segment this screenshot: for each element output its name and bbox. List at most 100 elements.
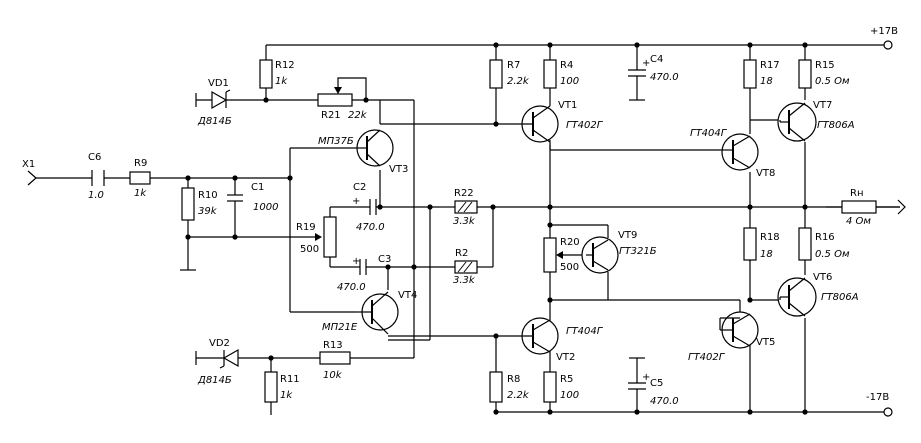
label-vt9-type: ГТ321Б bbox=[619, 246, 657, 257]
resistor-r8 bbox=[489, 371, 503, 403]
wiring bbox=[36, 44, 900, 415]
label-vt1-type: ГТ402Г bbox=[566, 120, 604, 131]
pos-rail-label: +17В bbox=[870, 26, 898, 37]
label-vt9-name: VT9 bbox=[618, 230, 637, 241]
resistor-r21 bbox=[317, 93, 353, 107]
label-c6-value: 1.0 bbox=[88, 190, 104, 201]
label-vt7-type: ГТ806А bbox=[817, 120, 855, 131]
label-r8-name: R8 bbox=[507, 374, 520, 385]
resistor-rn bbox=[841, 200, 877, 214]
label-r21-name: R21 bbox=[321, 110, 341, 121]
label-c1-value: 1000 bbox=[253, 202, 278, 213]
label-r4-value: 100 bbox=[560, 76, 579, 87]
label-vt4-name: VT4 bbox=[398, 290, 417, 301]
label-r8-value: 2.2k bbox=[507, 390, 530, 401]
label-vd1-name: VD1 bbox=[208, 78, 229, 89]
power-terminals: +17В -17В bbox=[866, 26, 906, 417]
label-r11-value: 1k bbox=[280, 390, 293, 401]
label-r12-value: 1k bbox=[275, 76, 288, 87]
svg-text:+: + bbox=[642, 58, 650, 69]
label-c5-name: C5 bbox=[650, 378, 663, 389]
diode-vd1 bbox=[211, 90, 228, 110]
resistor-r9 bbox=[129, 171, 151, 185]
label-c5-value: 470.0 bbox=[650, 396, 679, 407]
resistor-r15 bbox=[798, 59, 812, 89]
label-vt8-type: ГТ404Г bbox=[690, 128, 728, 139]
label-vt5-type: ГТ402Г bbox=[688, 352, 726, 363]
resistor-r2 bbox=[454, 260, 478, 274]
label-r11-name: R11 bbox=[280, 374, 300, 385]
label-r9-name: R9 bbox=[134, 158, 147, 169]
label-vt4-type: МП21Е bbox=[322, 322, 358, 333]
label-r13-name: R13 bbox=[323, 340, 343, 351]
label-vt8-name: VT8 bbox=[756, 168, 775, 179]
label-r10-name: R10 bbox=[198, 190, 218, 201]
resistor-r12 bbox=[259, 59, 273, 89]
label-rn-name: Rн bbox=[850, 188, 864, 199]
label-c3-value: 470.0 bbox=[337, 282, 366, 293]
resistor-r5 bbox=[543, 371, 557, 403]
transistor-vt8 bbox=[720, 133, 759, 171]
label-r21-value: 22k bbox=[348, 110, 368, 121]
label-r20-name: R20 bbox=[560, 237, 580, 248]
label-r15-value: 0.5 Ом bbox=[815, 76, 850, 87]
label-vt2-type: ГТ404Г bbox=[566, 326, 604, 337]
capacitors: + + + + bbox=[91, 58, 650, 390]
label-r10-value: 39k bbox=[198, 206, 218, 217]
input-label: X1 bbox=[22, 159, 35, 170]
resistor-r7 bbox=[489, 59, 503, 89]
resistor-r13 bbox=[319, 351, 351, 365]
label-r7-value: 2.2k bbox=[507, 76, 530, 87]
label-c1-name: C1 bbox=[251, 182, 264, 193]
label-r20-value: 500 bbox=[560, 262, 579, 273]
transistor-vt4 bbox=[356, 291, 399, 335]
label-r2-value: 3.3k bbox=[453, 275, 476, 286]
transistor-vt1 bbox=[496, 100, 559, 143]
label-vt3-type: МП37Б bbox=[318, 136, 354, 147]
label-vt6-type: ГТ806А bbox=[821, 292, 859, 303]
label-r7-name: R7 bbox=[507, 60, 520, 71]
label-r12-name: R12 bbox=[275, 60, 295, 71]
label-r22-name: R22 bbox=[454, 188, 474, 199]
label-vt5-name: VT5 bbox=[756, 337, 775, 348]
resistors bbox=[129, 59, 877, 403]
label-c3-name: C3 bbox=[378, 254, 391, 265]
resistor-r16 bbox=[798, 227, 812, 261]
transistors bbox=[355, 100, 817, 355]
label-r2-name: R2 bbox=[455, 248, 468, 259]
label-c2-value: 470.0 bbox=[356, 222, 385, 233]
label-vd2-name: VD2 bbox=[209, 338, 230, 349]
label-vt3-name: VT3 bbox=[389, 164, 408, 175]
svg-text:+: + bbox=[642, 372, 650, 383]
transistor-vt5 bbox=[719, 311, 759, 349]
label-r19-name: R19 bbox=[296, 222, 316, 233]
label-vd2-value: Д814Б bbox=[197, 375, 232, 386]
label-r16-name: R16 bbox=[815, 232, 835, 243]
label-r9-value: 1k bbox=[134, 188, 147, 199]
label-r4-name: R4 bbox=[560, 60, 573, 71]
label-r22-value: 3.3k bbox=[453, 216, 476, 227]
resistor-r18 bbox=[743, 227, 757, 261]
resistor-r10 bbox=[181, 187, 195, 221]
resistor-r17 bbox=[743, 59, 757, 89]
label-r13-value: 10k bbox=[323, 370, 343, 381]
label-r19-value: 500 bbox=[300, 244, 319, 255]
transistor-vt7 bbox=[777, 102, 817, 142]
resistor-r22 bbox=[454, 200, 478, 214]
svg-text:+: + bbox=[352, 256, 360, 267]
label-vt2-name: VT2 bbox=[556, 352, 575, 363]
label-r15-name: R15 bbox=[815, 60, 835, 71]
label-c6-name: C6 bbox=[88, 152, 101, 163]
diode-vd2 bbox=[222, 348, 239, 368]
label-vt6-name: VT6 bbox=[813, 272, 832, 283]
label-r16-value: 0.5 Ом bbox=[815, 249, 850, 260]
transistor-vt9 bbox=[581, 236, 619, 274]
component-labels: C6 1.0 R9 1k R10 39k C1 1000 R12 1k VD1 … bbox=[88, 54, 871, 407]
label-vd1-value: Д814Б bbox=[197, 116, 232, 127]
label-r17-value: 18 bbox=[760, 76, 773, 87]
label-r5-name: R5 bbox=[560, 374, 573, 385]
label-vt1-name: VT1 bbox=[558, 100, 577, 111]
label-r5-value: 100 bbox=[560, 390, 579, 401]
resistor-r20 bbox=[543, 237, 557, 273]
